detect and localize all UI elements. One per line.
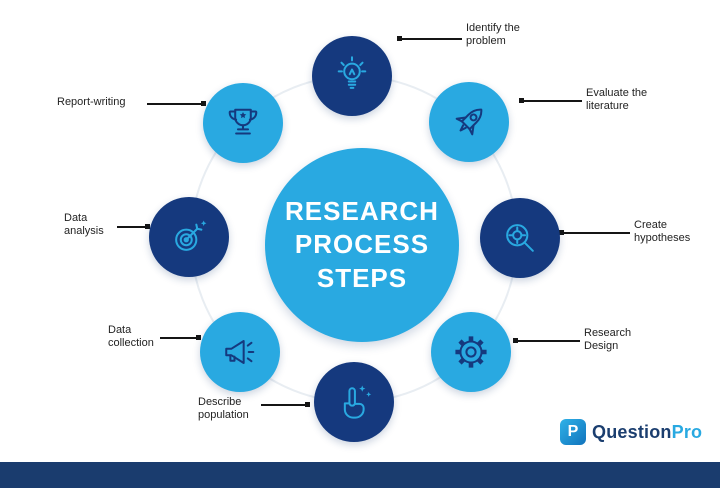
step-label-research-design: Research Design — [584, 327, 632, 353]
trophy-icon — [221, 101, 265, 145]
connector-line — [564, 232, 630, 234]
logo-text-question: Question — [592, 421, 672, 442]
connector-dot — [559, 230, 564, 235]
step-node-evaluate-literature — [429, 82, 509, 162]
step-label-data-analysis: Data analysis — [64, 212, 104, 238]
step-node-describe-population — [314, 362, 394, 442]
connector-dot — [145, 224, 150, 229]
step-label-identify-problem: Identify the problem — [466, 22, 520, 48]
lightbulb-icon — [330, 54, 374, 98]
step-label-describe-population: Describe population — [198, 396, 249, 422]
connector-dot — [196, 335, 201, 340]
step-node-identify-problem — [312, 36, 392, 116]
connector-line — [518, 340, 580, 342]
connector-dot — [519, 98, 524, 103]
magnifier-target-icon — [498, 216, 542, 260]
diagram-title: RESEARCH PROCESS STEPS — [285, 196, 439, 293]
rocket-icon — [447, 100, 491, 144]
questionpro-logo-text: QuestionPro — [592, 422, 702, 443]
questionpro-logo: P QuestionPro — [560, 419, 702, 445]
connector-line — [147, 103, 203, 105]
center-circle: RESEARCH PROCESS STEPS — [265, 148, 459, 342]
step-node-report-writing — [203, 83, 283, 163]
step-node-data-collection — [200, 312, 280, 392]
step-label-evaluate-literature: Evaluate the literature — [586, 87, 648, 113]
step-label-create-hypotheses: Create hypotheses — [634, 219, 691, 245]
connector-line — [160, 337, 198, 339]
connector-line — [402, 38, 462, 40]
logo-letter: P — [567, 423, 579, 440]
step-node-data-analysis — [149, 197, 229, 277]
connector-line — [117, 226, 147, 228]
step-label-data-collection: Data collection — [108, 324, 154, 350]
connector-dot — [513, 338, 518, 343]
step-label-report-writing: Report-writing — [57, 96, 126, 108]
step-node-research-design — [431, 312, 511, 392]
logo-text-pro: Pro — [671, 421, 703, 442]
dartboard-icon — [167, 215, 211, 259]
connector-line — [261, 404, 307, 406]
connector-dot — [397, 36, 402, 41]
questionpro-logo-icon: P — [560, 419, 586, 445]
connector-dot — [201, 101, 206, 106]
gear-icon — [449, 330, 493, 374]
megaphone-icon — [218, 330, 262, 374]
connector-line — [524, 100, 582, 102]
footer-bar — [0, 462, 720, 488]
tap-hand-icon — [332, 380, 376, 424]
step-node-create-hypotheses — [480, 198, 560, 278]
connector-dot — [305, 402, 310, 407]
